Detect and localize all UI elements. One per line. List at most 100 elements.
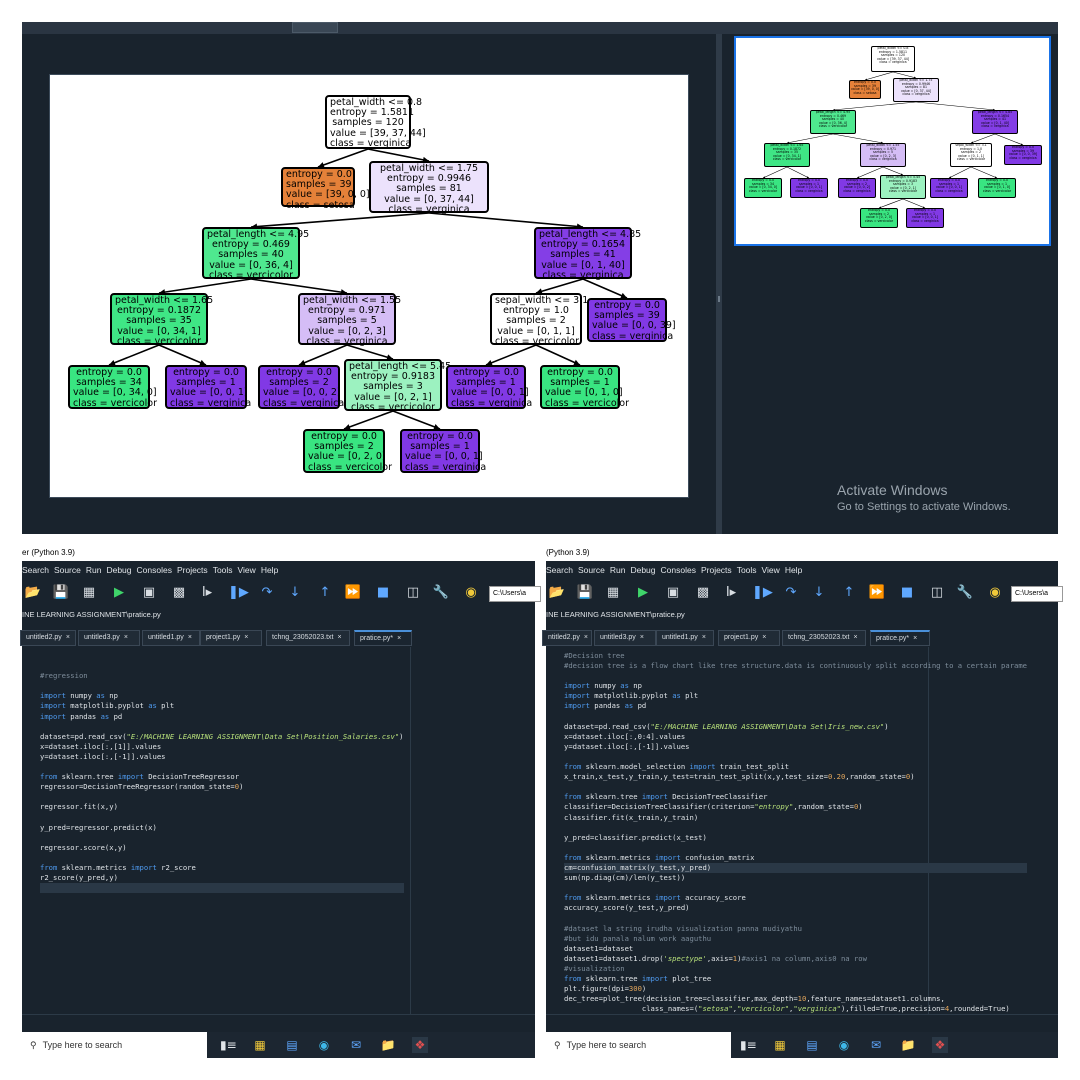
pane-tab[interactable] [292, 22, 338, 33]
working-directory-field[interactable]: C:\Users\a [489, 586, 541, 602]
debug-icon[interactable]: ❚▶ [752, 585, 773, 600]
close-tab-icon[interactable]: × [65, 634, 70, 641]
code-line[interactable]: import pandas as pd [40, 711, 123, 721]
menu-tools[interactable]: Tools [212, 565, 233, 575]
code-editor[interactable]: #Decision tree#decision tree is a flow c… [546, 647, 1058, 1014]
code-line[interactable]: y_pred=regressor.predict(x) [40, 822, 157, 832]
code-line[interactable]: ​ [564, 913, 1027, 923]
code-line[interactable]: ​ [40, 833, 404, 843]
open-folder-icon[interactable]: 📂 [548, 585, 566, 600]
task-view-icon[interactable]: ▮≡ [220, 1038, 237, 1052]
code-line[interactable]: import matplotlib.pyplot as plt [40, 701, 175, 711]
maximize-pane-icon[interactable]: ◫ [406, 585, 420, 600]
edge-browser-icon[interactable]: ◉ [838, 1038, 850, 1052]
code-line[interactable]: from sklearn.metrics import accuracy_sco… [564, 893, 746, 903]
run-cell-icon[interactable]: ▣ [142, 585, 156, 600]
pane-splitter[interactable] [716, 34, 722, 534]
menu-projects[interactable]: Projects [700, 565, 732, 575]
stop-icon[interactable]: ■ [376, 585, 390, 600]
code-line[interactable]: import matplotlib.pyplot as plt [564, 691, 699, 701]
stop-icon[interactable]: ■ [900, 585, 914, 600]
taskbar-search[interactable]: ⚲Type here to search [22, 1032, 207, 1058]
spyder-app-icon[interactable]: ❖ [932, 1037, 948, 1053]
editor-tab[interactable]: tchng_23052023.txt× [266, 630, 350, 646]
code-line[interactable]: cm=confusion_matrix(y_test,y_pred) [564, 862, 1028, 874]
task-view-icon[interactable]: ▮≡ [740, 1038, 757, 1052]
close-tab-icon[interactable]: × [853, 634, 858, 641]
spyder-app-icon[interactable]: ❖ [412, 1037, 428, 1053]
close-tab-icon[interactable]: × [701, 634, 706, 641]
code-line[interactable]: ​ [40, 762, 404, 772]
code-line[interactable]: accuracy_score(y_test,y_pred) [564, 903, 690, 913]
editor-tab[interactable]: project1.py× [200, 630, 262, 646]
code-line[interactable]: #regression [40, 671, 88, 681]
menu-projects[interactable]: Projects [176, 565, 208, 575]
step-return-icon[interactable]: ↑ [319, 585, 331, 600]
code-line[interactable]: classifier.fit(x_train,y_train) [564, 812, 699, 822]
photos-app-icon[interactable]: ▤ [286, 1038, 298, 1052]
code-line[interactable]: #decision tree is a flow chart like tree… [564, 661, 1028, 671]
editor-tab[interactable]: pratice.py*× [354, 630, 412, 646]
working-directory-field[interactable]: C:\Users\a [1011, 586, 1063, 602]
code-line[interactable]: r2_score(y_pred,y) [40, 873, 118, 883]
code-line[interactable]: ​ [564, 823, 1027, 833]
code-text[interactable]: #Decision tree#decision tree is a flow c… [564, 651, 1028, 1014]
code-line[interactable]: dataset=pd.read_csv("E:/MACHINE LEARNING… [40, 731, 404, 741]
code-line[interactable]: ​ [40, 722, 404, 732]
code-line[interactable]: dataset1=dataset1.drop('spectype',axis=1… [564, 953, 867, 963]
code-line[interactable]: #but idu panala nalum work aaguthu [564, 933, 712, 943]
menu-debug[interactable]: Debug [630, 565, 656, 575]
close-tab-icon[interactable]: × [244, 634, 249, 641]
code-line[interactable]: #dataset la string irudha visualization … [564, 923, 802, 933]
code-line[interactable]: ​ [40, 792, 404, 802]
code-line[interactable]: ​ [40, 661, 404, 671]
open-folder-icon[interactable]: 📂 [24, 585, 42, 600]
menu-view[interactable]: View [237, 565, 256, 575]
code-line[interactable]: ​ [40, 813, 404, 823]
code-line[interactable]: sum(np.diag(cm)/len(y_test)) [564, 873, 686, 883]
step-over-icon[interactable]: ↷ [261, 585, 273, 600]
save-all-icon[interactable]: ▦ [606, 585, 620, 600]
code-line[interactable]: y_pred=classifier.predict(x_test) [564, 832, 707, 842]
step-into-icon[interactable]: ↓ [813, 585, 825, 600]
code-line[interactable]: from sklearn.tree import DecisionTreeCla… [564, 792, 768, 802]
menu-debug[interactable]: Debug [106, 565, 132, 575]
mail-app-icon[interactable]: ✉ [870, 1038, 882, 1052]
code-line[interactable]: dataset1=dataset [564, 943, 634, 953]
code-line[interactable]: import numpy as np [40, 691, 118, 701]
editor-tab[interactable]: untitled1.py× [142, 630, 200, 646]
code-line[interactable]: ​ [40, 883, 404, 894]
menu-view[interactable]: View [761, 565, 780, 575]
calendar-app-icon[interactable]: ▦ [254, 1038, 266, 1052]
menu-run[interactable]: Run [609, 565, 626, 575]
code-line[interactable]: ​ [40, 681, 404, 691]
code-line[interactable]: ​ [564, 712, 1027, 722]
save-all-icon[interactable]: ▦ [82, 585, 96, 600]
editor-tab[interactable]: untitled2.py× [20, 630, 76, 646]
maximize-pane-icon[interactable]: ◫ [930, 585, 944, 600]
menu-source[interactable]: Source [577, 565, 605, 575]
close-tab-icon[interactable]: × [913, 635, 918, 642]
code-line[interactable]: import pandas as pd [564, 701, 647, 711]
file-explorer-icon[interactable]: 📁 [380, 1038, 396, 1052]
editor-tab[interactable]: project1.py× [718, 630, 780, 646]
code-line[interactable]: ​ [564, 782, 1027, 792]
code-line[interactable]: ​ [40, 853, 404, 863]
continue-icon[interactable]: ⏩ [344, 585, 362, 600]
close-tab-icon[interactable]: × [762, 634, 767, 641]
run-cell-icon[interactable]: ▣ [666, 585, 680, 600]
code-line[interactable]: dataset=pd.read_csv("E:/MACHINE LEARNING… [564, 721, 889, 731]
run-cell-advance-icon[interactable]: ▩ [696, 585, 710, 600]
close-tab-icon[interactable]: × [337, 634, 342, 641]
step-into-icon[interactable]: ↓ [289, 585, 301, 600]
code-line[interactable]: ​ [564, 671, 1027, 681]
editor-tab[interactable]: untitled3.py× [78, 630, 140, 646]
code-line[interactable]: from sklearn.metrics import confusion_ma… [564, 852, 755, 862]
run-selection-icon[interactable]: I▸ [201, 585, 213, 600]
code-line[interactable]: x=dataset.iloc[:,[1]].values [40, 741, 162, 751]
code-line[interactable]: ​ [564, 883, 1027, 893]
menu-source[interactable]: Source [53, 565, 81, 575]
code-line[interactable]: from sklearn.tree import DecisionTreeReg… [40, 772, 240, 782]
